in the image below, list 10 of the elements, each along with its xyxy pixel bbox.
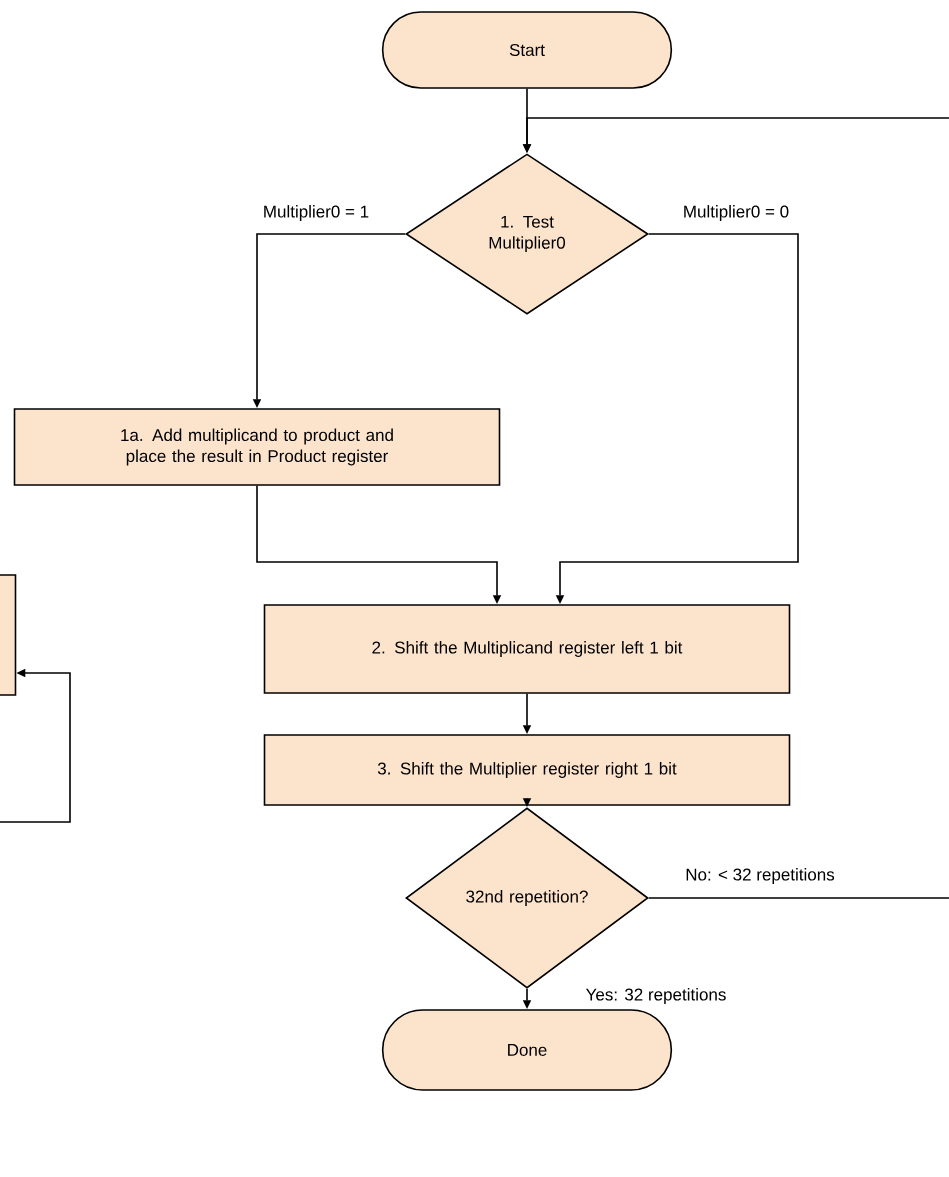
edge-label: Multiplier0 = 0	[681, 204, 791, 222]
edge-label: No: < 32 repetitions	[684, 867, 836, 885]
process-box: 1a. Add multiplicand to product and place the result in Product register	[13, 408, 501, 486]
partial-box	[0, 574, 17, 696]
end-terminal: Done	[381, 1009, 673, 1091]
start-terminal: Start	[381, 11, 673, 89]
edge-label: Yes: 32 repetitions	[584, 987, 728, 1005]
process-box: 2. Shift the Multiplicand register left 1 bit	[263, 604, 791, 694]
edge-label: Multiplier0 = 1	[261, 204, 371, 222]
process-box: 3. Shift the Multiplier register right 1 bit	[263, 734, 791, 806]
